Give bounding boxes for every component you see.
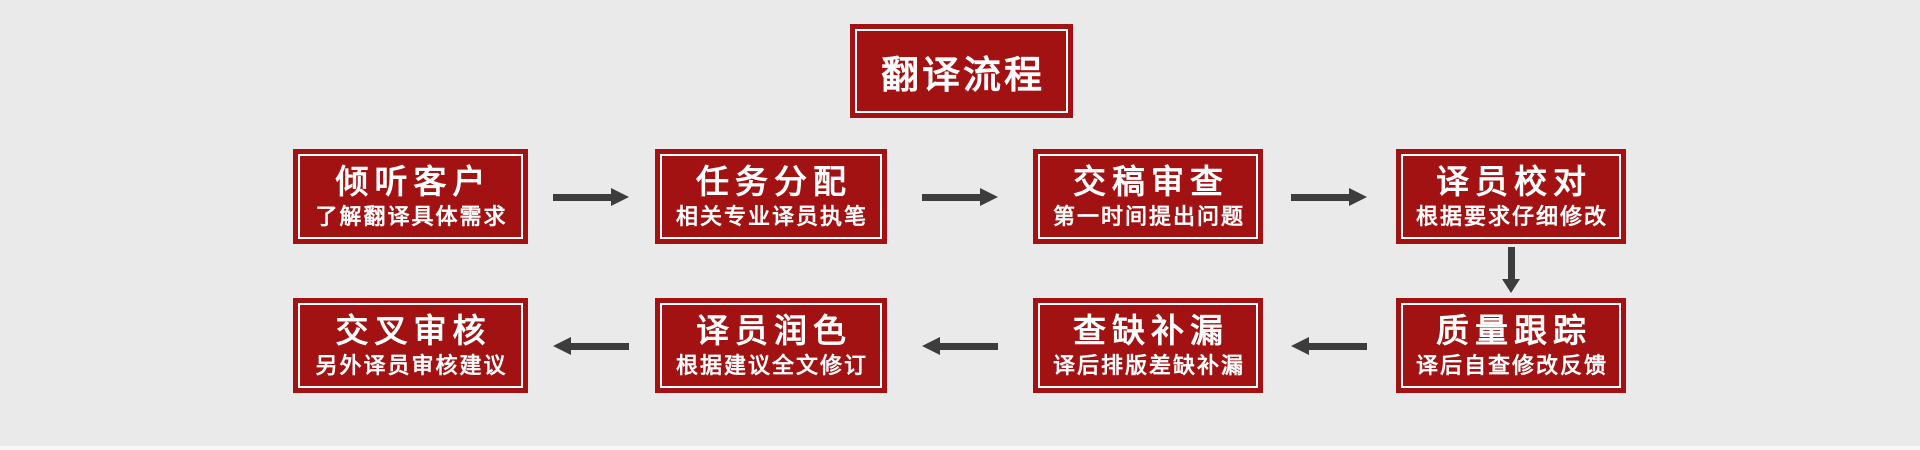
arrow-right-icon	[553, 188, 629, 206]
flow-step-7: 译员润色 根据建议全文修订	[655, 298, 887, 393]
flow-step-7-frame: 译员润色 根据建议全文修订	[660, 303, 882, 388]
flow-step-5: 质量跟踪 译后自查修改反馈	[1396, 298, 1626, 393]
arrow-right-icon	[922, 188, 998, 206]
arrow-head	[922, 337, 940, 355]
flow-step-6: 查缺补漏 译后排版差缺补漏	[1033, 298, 1263, 393]
arrow-shaft	[940, 343, 998, 350]
arrow-shaft	[1291, 194, 1349, 201]
flow-step-3-title: 交稿审查	[1073, 162, 1229, 200]
arrow-head	[553, 337, 571, 355]
arrow-head	[980, 188, 998, 206]
flow-step-4-title: 译员校对	[1436, 162, 1592, 200]
arrow-left-icon	[553, 337, 629, 355]
arrow-head	[1291, 337, 1309, 355]
flow-step-3-subtitle: 第一时间提出问题	[1052, 203, 1245, 229]
arrow-shaft	[571, 343, 629, 350]
flow-step-7-title: 译员润色	[696, 311, 852, 349]
flowchart-title-frame: 翻译流程	[855, 29, 1068, 113]
flow-step-8-title: 交叉审核	[335, 311, 492, 349]
arrow-head	[1349, 188, 1367, 206]
arrow-head	[1502, 279, 1520, 293]
arrow-down-icon	[1502, 247, 1520, 293]
flow-step-6-subtitle: 译后排版差缺补漏	[1052, 352, 1245, 378]
flow-step-2-title: 任务分配	[696, 162, 852, 200]
arrow-head	[611, 188, 629, 206]
flow-step-1-subtitle: 了解翻译具体需求	[315, 203, 508, 229]
arrow-shaft	[922, 194, 980, 201]
arrow-left-icon	[1291, 337, 1367, 355]
flow-step-2-subtitle: 相关专业译员执笔	[675, 203, 868, 229]
flow-step-2: 任务分配 相关专业译员执笔	[655, 149, 887, 244]
arrow-shaft	[553, 194, 611, 201]
flow-step-5-title: 质量跟踪	[1436, 311, 1592, 349]
arrow-left-icon	[922, 337, 998, 355]
flow-step-4-subtitle: 根据要求仔细修改	[1415, 203, 1608, 229]
flow-step-7-subtitle: 根据建议全文修订	[675, 352, 868, 378]
flow-step-1-frame: 倾听客户 了解翻译具体需求	[298, 154, 523, 239]
page-bottom-edge	[0, 446, 1920, 450]
flow-step-1-title: 倾听客户	[335, 162, 492, 200]
flowchart-title-box: 翻译流程	[850, 24, 1073, 118]
flow-step-4: 译员校对 根据要求仔细修改	[1396, 149, 1626, 244]
flow-step-8-frame: 交叉审核 另外译员审核建议	[298, 303, 523, 388]
flow-step-2-frame: 任务分配 相关专业译员执笔	[660, 154, 882, 239]
arrow-shaft	[1508, 247, 1515, 279]
flow-step-6-frame: 查缺补漏 译后排版差缺补漏	[1038, 303, 1258, 388]
flowchart-title: 翻译流程	[880, 54, 1045, 97]
flow-step-6-title: 查缺补漏	[1073, 311, 1229, 349]
flow-step-5-subtitle: 译后自查修改反馈	[1415, 352, 1608, 378]
arrow-shaft	[1309, 343, 1367, 350]
flow-step-3: 交稿审查 第一时间提出问题	[1033, 149, 1263, 244]
flow-step-4-frame: 译员校对 根据要求仔细修改	[1401, 154, 1621, 239]
flow-step-1: 倾听客户 了解翻译具体需求	[293, 149, 528, 244]
flow-step-8-subtitle: 另外译员审核建议	[315, 352, 508, 378]
arrow-right-icon	[1291, 188, 1367, 206]
flow-step-5-frame: 质量跟踪 译后自查修改反馈	[1401, 303, 1621, 388]
flow-step-8: 交叉审核 另外译员审核建议	[293, 298, 528, 393]
flow-step-3-frame: 交稿审查 第一时间提出问题	[1038, 154, 1258, 239]
